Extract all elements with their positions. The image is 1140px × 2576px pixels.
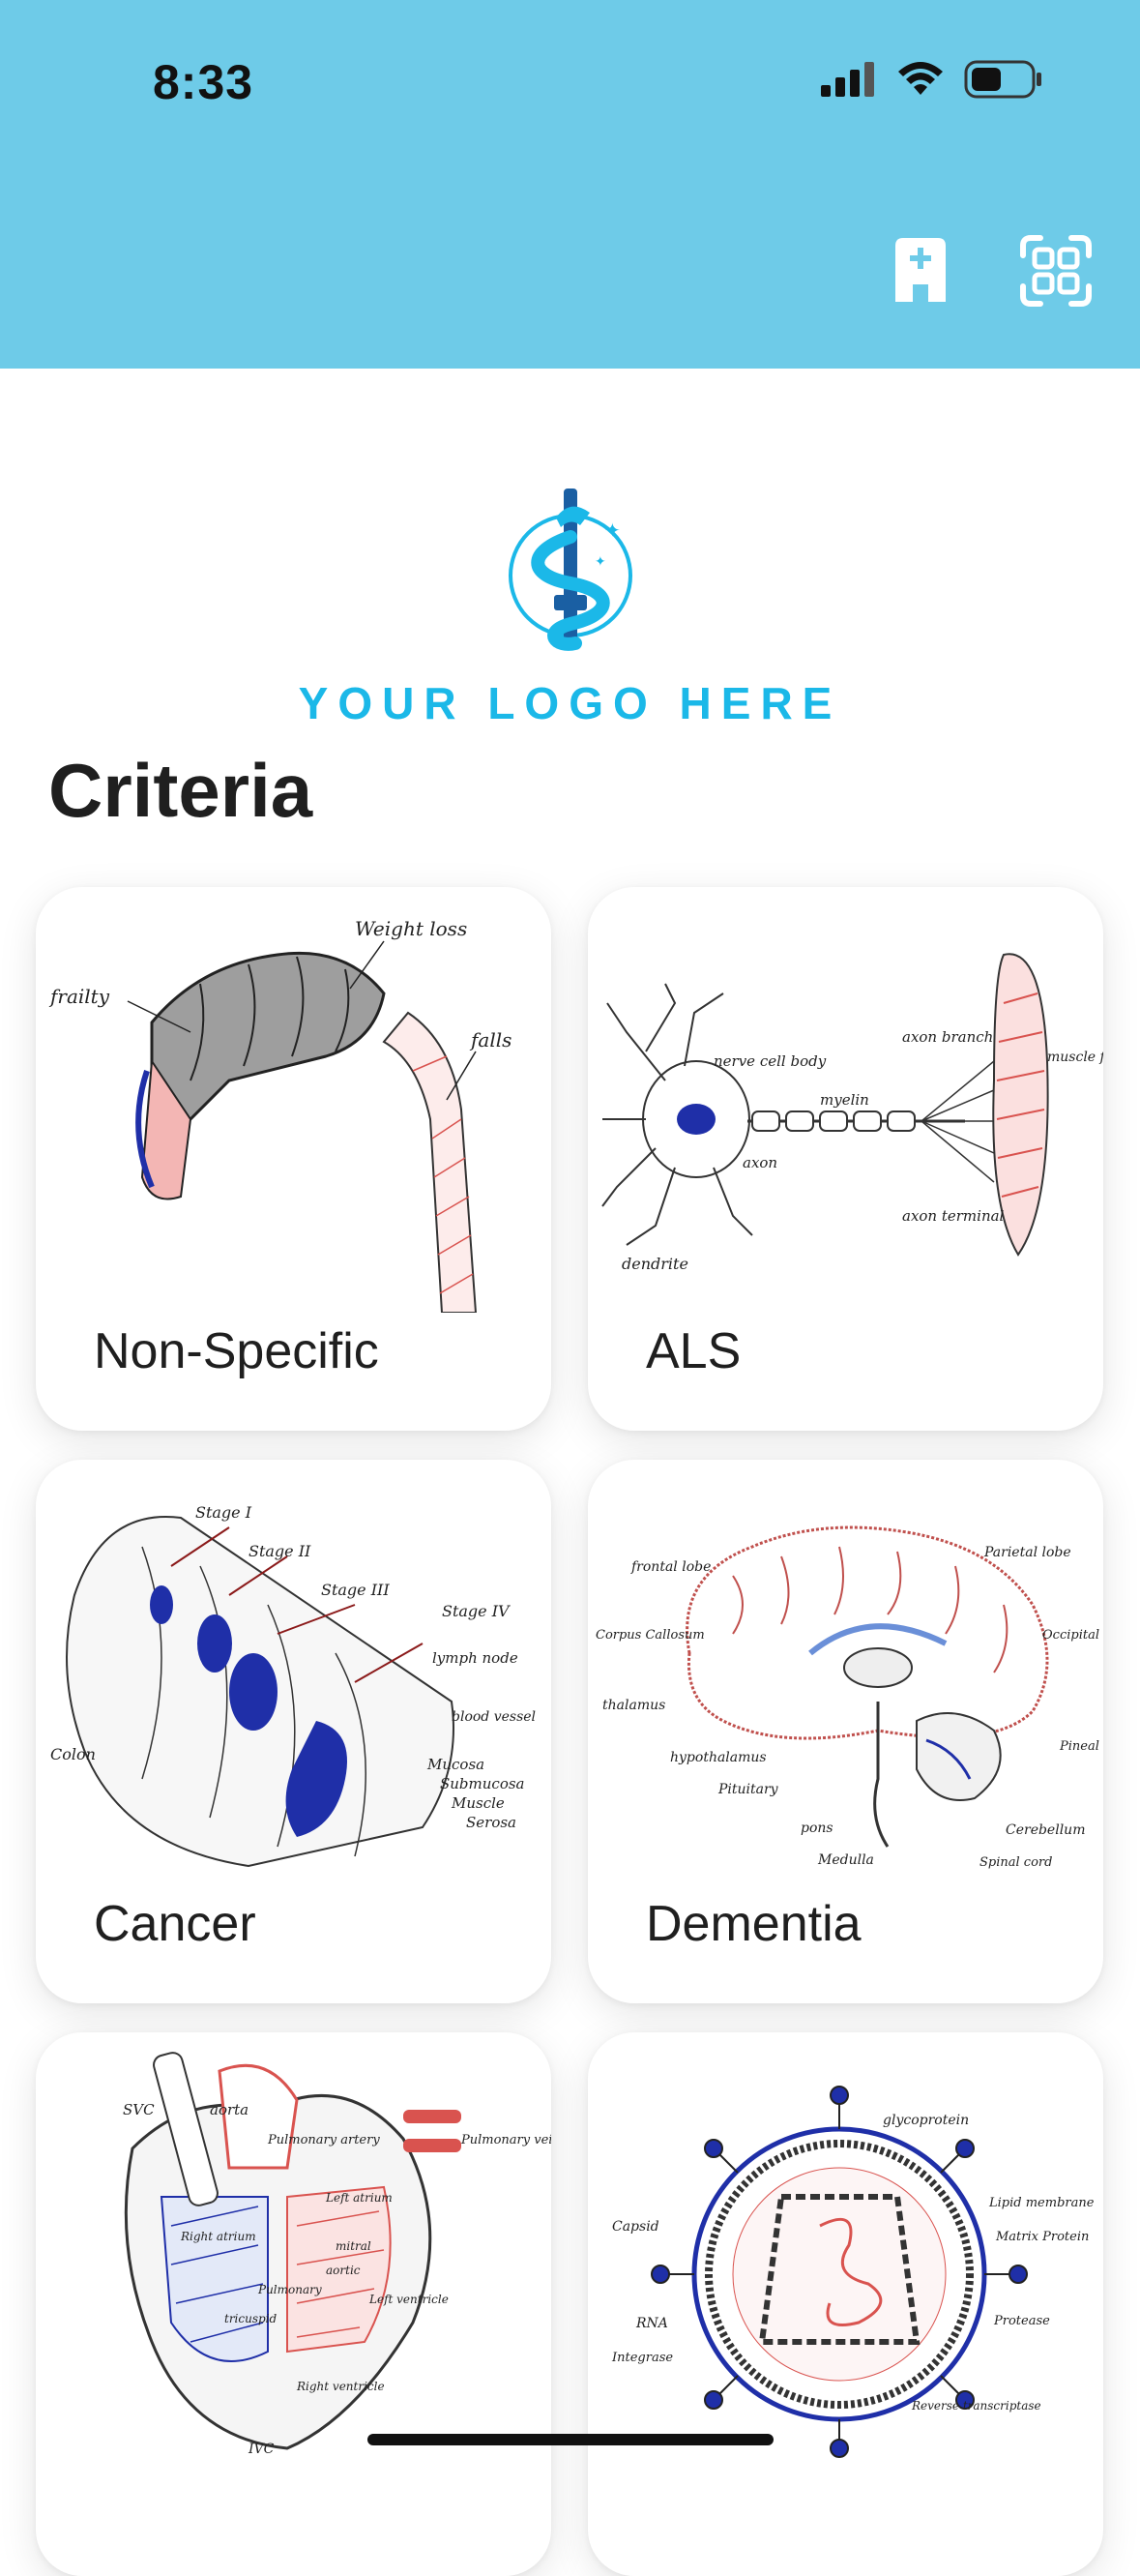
- card-label: Cancer: [94, 1896, 256, 1952]
- art-label-blood-vessel: blood vessel: [452, 1709, 536, 1725]
- art-label-occipital: Occipital: [1042, 1628, 1099, 1643]
- art-label-integrase: Integrase: [611, 2351, 673, 2365]
- art-label-parietal-lobe: Parietal lobe: [983, 1545, 1071, 1560]
- art-label-thalamus: thalamus: [602, 1698, 665, 1713]
- frailty-illustration: Weight loss frailty falls: [48, 917, 512, 1313]
- art-label-tricuspid: tricuspid: [224, 2312, 278, 2325]
- art-label-falls: falls: [469, 1028, 512, 1051]
- art-label-pons: pons: [801, 1821, 833, 1836]
- art-label-dendrite: dendrite: [622, 1255, 688, 1273]
- battery-icon: [964, 60, 1041, 99]
- cellular-signal-icon: [821, 62, 874, 97]
- art-label-serosa: Serosa: [466, 1814, 516, 1831]
- art-label-pulmonary-veins: Pulmonary veins: [460, 2133, 551, 2147]
- status-icons: [821, 60, 1043, 99]
- card-label: Dementia: [646, 1896, 862, 1952]
- art-label-corpus-callosum: Corpus Callosum: [596, 1628, 705, 1643]
- art-label-rna: RNA: [635, 2316, 668, 2331]
- heart-illustration: SVC aorta Pulmonary artery Pulmonary vei…: [123, 2052, 551, 2457]
- art-label-pulmonary-artery: Pulmonary artery: [267, 2133, 380, 2147]
- art-label-matrix-protein: Matrix Protein: [995, 2230, 1089, 2244]
- logo-text: YOUR LOGO HERE: [298, 678, 842, 728]
- art-label-axon-branch: axon branch: [902, 1028, 993, 1046]
- art-label-spinal-cord: Spinal cord: [979, 1855, 1052, 1870]
- art-label-mitral: mitral: [336, 2239, 371, 2253]
- qr-scan-icon: [1020, 235, 1092, 307]
- hospital-icon: [895, 238, 946, 302]
- hospital-button[interactable]: [882, 232, 959, 310]
- art-label-muscle-fiber: muscle fiber: [1047, 1050, 1103, 1065]
- art-label-frontal-lobe: frontal lobe: [630, 1559, 711, 1575]
- art-label-cerebellum: Cerebellum: [1006, 1822, 1085, 1838]
- art-label-myelin: myelin: [820, 1091, 869, 1109]
- colon-cancer-illustration: Stage I Stage II Stage III Stage IV lymp…: [50, 1503, 536, 1868]
- app-header: 8:33: [0, 0, 1140, 369]
- art-label-mucosa: Mucosa: [426, 1756, 484, 1773]
- section-title: Criteria: [48, 748, 313, 833]
- art-label-glycoprotein: glycoprotein: [883, 2113, 969, 2128]
- art-label-capsid: Capsid: [612, 2219, 659, 2235]
- criteria-card-virus[interactable]: glycoprotein Lipid membrane Capsid Matri…: [588, 2032, 1103, 2576]
- art-label-stage-2: Stage II: [248, 1542, 311, 1560]
- wifi-icon: [898, 62, 943, 95]
- brain-illustration: frontal lobe Parietal lobe Corpus Callos…: [596, 1525, 1099, 1870]
- criteria-card-non-specific[interactable]: Weight loss frailty falls Non-Specific: [36, 887, 551, 1431]
- art-label-reverse-transcriptase: Reverse transcriptase: [911, 2399, 1041, 2413]
- art-label-colon: Colon: [50, 1745, 96, 1763]
- art-label-ivc: IVC: [248, 2442, 275, 2457]
- art-label-left-atrium: Left atrium: [325, 2191, 393, 2205]
- art-label-axon: axon: [743, 1154, 777, 1171]
- art-label-stage-3: Stage III: [321, 1581, 390, 1599]
- virus-illustration: glycoprotein Lipid membrane Capsid Matri…: [611, 2086, 1095, 2458]
- art-label-lipid-membrane: Lipid membrane: [988, 2196, 1095, 2210]
- art-label-right-atrium: Right atrium: [180, 2230, 256, 2243]
- art-label-pituitary: Pituitary: [717, 1782, 779, 1797]
- art-label-nerve-cell-body: nerve cell body: [714, 1052, 827, 1070]
- art-label-stage-4: Stage IV: [442, 1602, 511, 1620]
- art-label-aorta: aorta: [210, 2101, 248, 2118]
- art-label-hypothalamus: hypothalamus: [670, 1750, 767, 1765]
- art-label-pulmonary: Pulmonary: [257, 2283, 322, 2296]
- card-label: Non-Specific: [94, 1323, 379, 1379]
- art-label-submucosa: Submucosa: [440, 1775, 525, 1792]
- art-label-stage-1: Stage I: [195, 1503, 252, 1522]
- art-label-weight-loss: Weight loss: [355, 917, 467, 940]
- svg-text:✦: ✦: [604, 518, 621, 542]
- art-label-protease: Protease: [993, 2314, 1050, 2328]
- home-indicator[interactable]: [367, 2434, 774, 2445]
- art-label-lymph-node: lymph node: [432, 1649, 518, 1667]
- art-label-axon-terminal: axon terminal: [902, 1207, 1005, 1225]
- status-time: 8:33: [153, 55, 254, 109]
- art-label-svc: SVC: [123, 2101, 155, 2118]
- criteria-card-als[interactable]: nerve cell body myelin axon axon branch …: [588, 887, 1103, 1431]
- art-label-aortic: aortic: [326, 2264, 361, 2277]
- card-label: ALS: [646, 1323, 742, 1379]
- art-label-muscle: Muscle: [451, 1794, 505, 1812]
- neuron-illustration: nerve cell body myelin axon axon branch …: [601, 953, 1103, 1273]
- art-label-frailty: frailty: [48, 985, 110, 1008]
- logo: ✦ ✦: [0, 479, 1140, 667]
- art-label-left-ventricle: Left ventricle: [368, 2293, 449, 2306]
- scan-button[interactable]: [1017, 232, 1095, 310]
- art-label-pineal: Pineal: [1059, 1739, 1099, 1754]
- criteria-card-heart[interactable]: SVC aorta Pulmonary artery Pulmonary vei…: [36, 2032, 551, 2576]
- caduceus-syringe-logo: ✦ ✦: [508, 489, 632, 651]
- art-label-medulla: Medulla: [817, 1852, 874, 1868]
- criteria-card-cancer[interactable]: Stage I Stage II Stage III Stage IV lymp…: [36, 1460, 551, 2003]
- svg-text:✦: ✦: [595, 554, 606, 570]
- art-label-right-ventricle: Right ventricle: [296, 2380, 385, 2393]
- criteria-card-dementia[interactable]: frontal lobe Parietal lobe Corpus Callos…: [588, 1460, 1103, 2003]
